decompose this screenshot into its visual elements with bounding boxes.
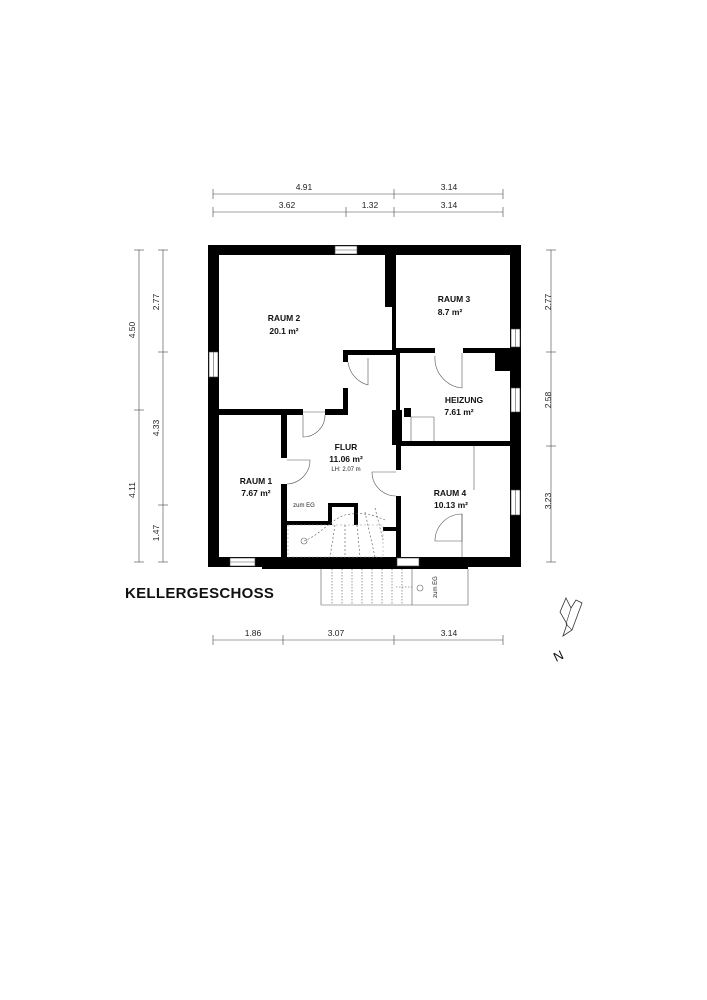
windows [208, 245, 521, 567]
room-raum4-name: RAUM 4 [434, 488, 467, 498]
outside-stairs [320, 569, 469, 606]
room-labels: RAUM 2 20.1 m² RAUM 3 8.7 m² HEIZUNG 7.6… [240, 294, 484, 598]
walls [208, 245, 521, 569]
room-heizung-area: 7.61 m² [444, 407, 473, 417]
dim-top-3: 3.62 [279, 200, 296, 210]
floor-title: KELLERGESCHOSS [125, 585, 274, 602]
dimension-bottom: 1.86 3.07 3.14 [212, 628, 504, 645]
stair-label-flur: zum EG [293, 503, 315, 509]
dim-right-1: 2.77 [543, 293, 553, 310]
north-arrow-icon: N [551, 597, 583, 665]
dim-bottom-3: 3.14 [441, 628, 458, 638]
room-raum3-name: RAUM 3 [438, 294, 471, 304]
dimension-right: 2.77 2.58 3.23 [543, 249, 556, 563]
room-flur-note: LH: 2.07 m [331, 467, 360, 473]
room-heizung-name: HEIZUNG [445, 395, 484, 405]
dim-right-3: 3.23 [543, 492, 553, 509]
doors [280, 347, 475, 557]
room-raum2-name: RAUM 2 [268, 313, 301, 323]
stair-label-outside: zum EG [433, 576, 439, 598]
room-raum2-area: 20.1 m² [269, 326, 298, 336]
dim-bottom-1: 1.86 [245, 628, 262, 638]
dim-top-5: 3.14 [441, 200, 458, 210]
dim-top-2: 3.14 [441, 182, 458, 192]
dimension-top: 4.91 3.14 3.62 1.32 3.14 [212, 182, 504, 217]
room-raum4-area: 10.13 m² [434, 500, 468, 510]
dim-left-4: 4.33 [151, 419, 161, 436]
room-raum1-area: 7.67 m² [241, 488, 270, 498]
dim-left-3: 2.77 [151, 293, 161, 310]
dim-right-2: 2.58 [543, 391, 553, 408]
dim-top-1: 4.91 [296, 182, 313, 192]
dim-left-1: 4.50 [127, 321, 137, 338]
room-flur-area: 11.06 m² [329, 454, 363, 464]
inner-stairs [287, 507, 386, 558]
dimension-left: 4.50 4.11 2.77 4.33 1.47 [127, 249, 168, 563]
room-flur-name: FLUR [335, 442, 358, 452]
dim-left-5: 1.47 [151, 524, 161, 541]
room-raum1-name: RAUM 1 [240, 476, 273, 486]
dim-top-4: 1.32 [362, 200, 379, 210]
north-label: N [551, 647, 566, 665]
dim-bottom-2: 3.07 [328, 628, 345, 638]
dim-left-2: 4.11 [127, 482, 137, 498]
room-raum3-area: 8.7 m² [438, 307, 463, 317]
